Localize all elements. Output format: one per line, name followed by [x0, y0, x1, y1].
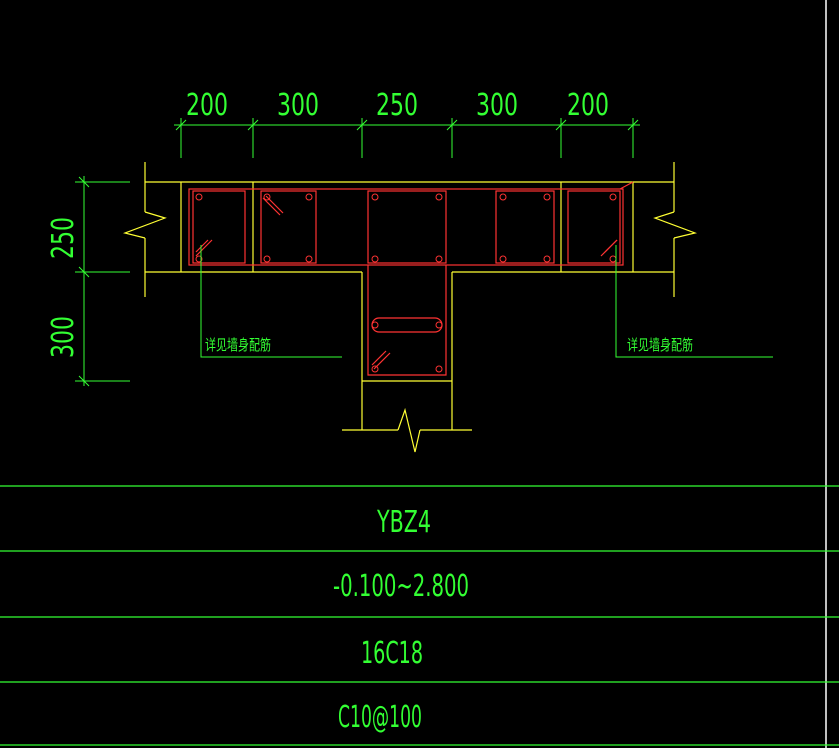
dim-h-5: 200 — [567, 88, 609, 123]
table-row-stirrups: C10@100 — [338, 700, 422, 735]
table-row-elevation: -0.100~2.800 — [333, 569, 469, 604]
table-row-longitudinal-bars: 16C18 — [361, 636, 423, 671]
dim-h-1: 200 — [186, 88, 228, 123]
note-left: 详见墙身配筋 — [205, 336, 271, 354]
dim-h-2: 300 — [277, 88, 319, 123]
table-row-name: YBZ4 — [376, 505, 431, 540]
dim-h-4: 300 — [476, 88, 518, 123]
vertical-dimension-chain — [75, 176, 130, 387]
dim-h-3: 250 — [376, 88, 418, 123]
note-leaders — [200, 245, 773, 358]
dim-v-2: 300 — [46, 316, 81, 358]
horizontal-dimension-chain — [174, 118, 640, 158]
dim-v-1: 250 — [46, 217, 81, 259]
wall-outline — [122, 162, 698, 453]
note-right: 详见墙身配筋 — [627, 336, 693, 354]
rebar-stirrups — [188, 181, 634, 376]
table-grid — [0, 485, 839, 746]
